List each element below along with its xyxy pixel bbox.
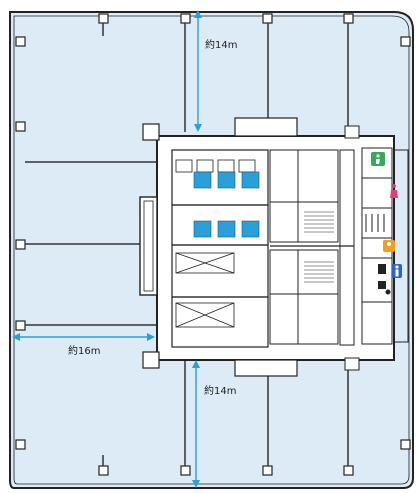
- elevator-bank: [171, 149, 269, 348]
- side-width-label: 約16m: [68, 344, 100, 357]
- accessible-restroom-icon: [371, 152, 385, 166]
- dimension-top: [194, 10, 202, 132]
- stair-and-shafts: [269, 149, 355, 346]
- baby-care-icon: [383, 240, 395, 252]
- restroom-symbols: [378, 264, 391, 295]
- dimension-side: [12, 333, 155, 341]
- elevator-cars: [193, 171, 260, 238]
- male-restroom-icon: [392, 264, 402, 278]
- mullion-lines: [25, 23, 349, 466]
- bottom-depth-label: 約14m: [204, 384, 236, 397]
- top-depth-label: 約14m: [205, 38, 237, 51]
- perimeter-columns: [15, 13, 411, 476]
- building-core: [156, 135, 395, 361]
- stair-treads: [304, 211, 334, 283]
- dimension-bottom: [192, 360, 200, 488]
- female-restroom-icon: [390, 184, 398, 198]
- curtain-wall: [13, 15, 410, 485]
